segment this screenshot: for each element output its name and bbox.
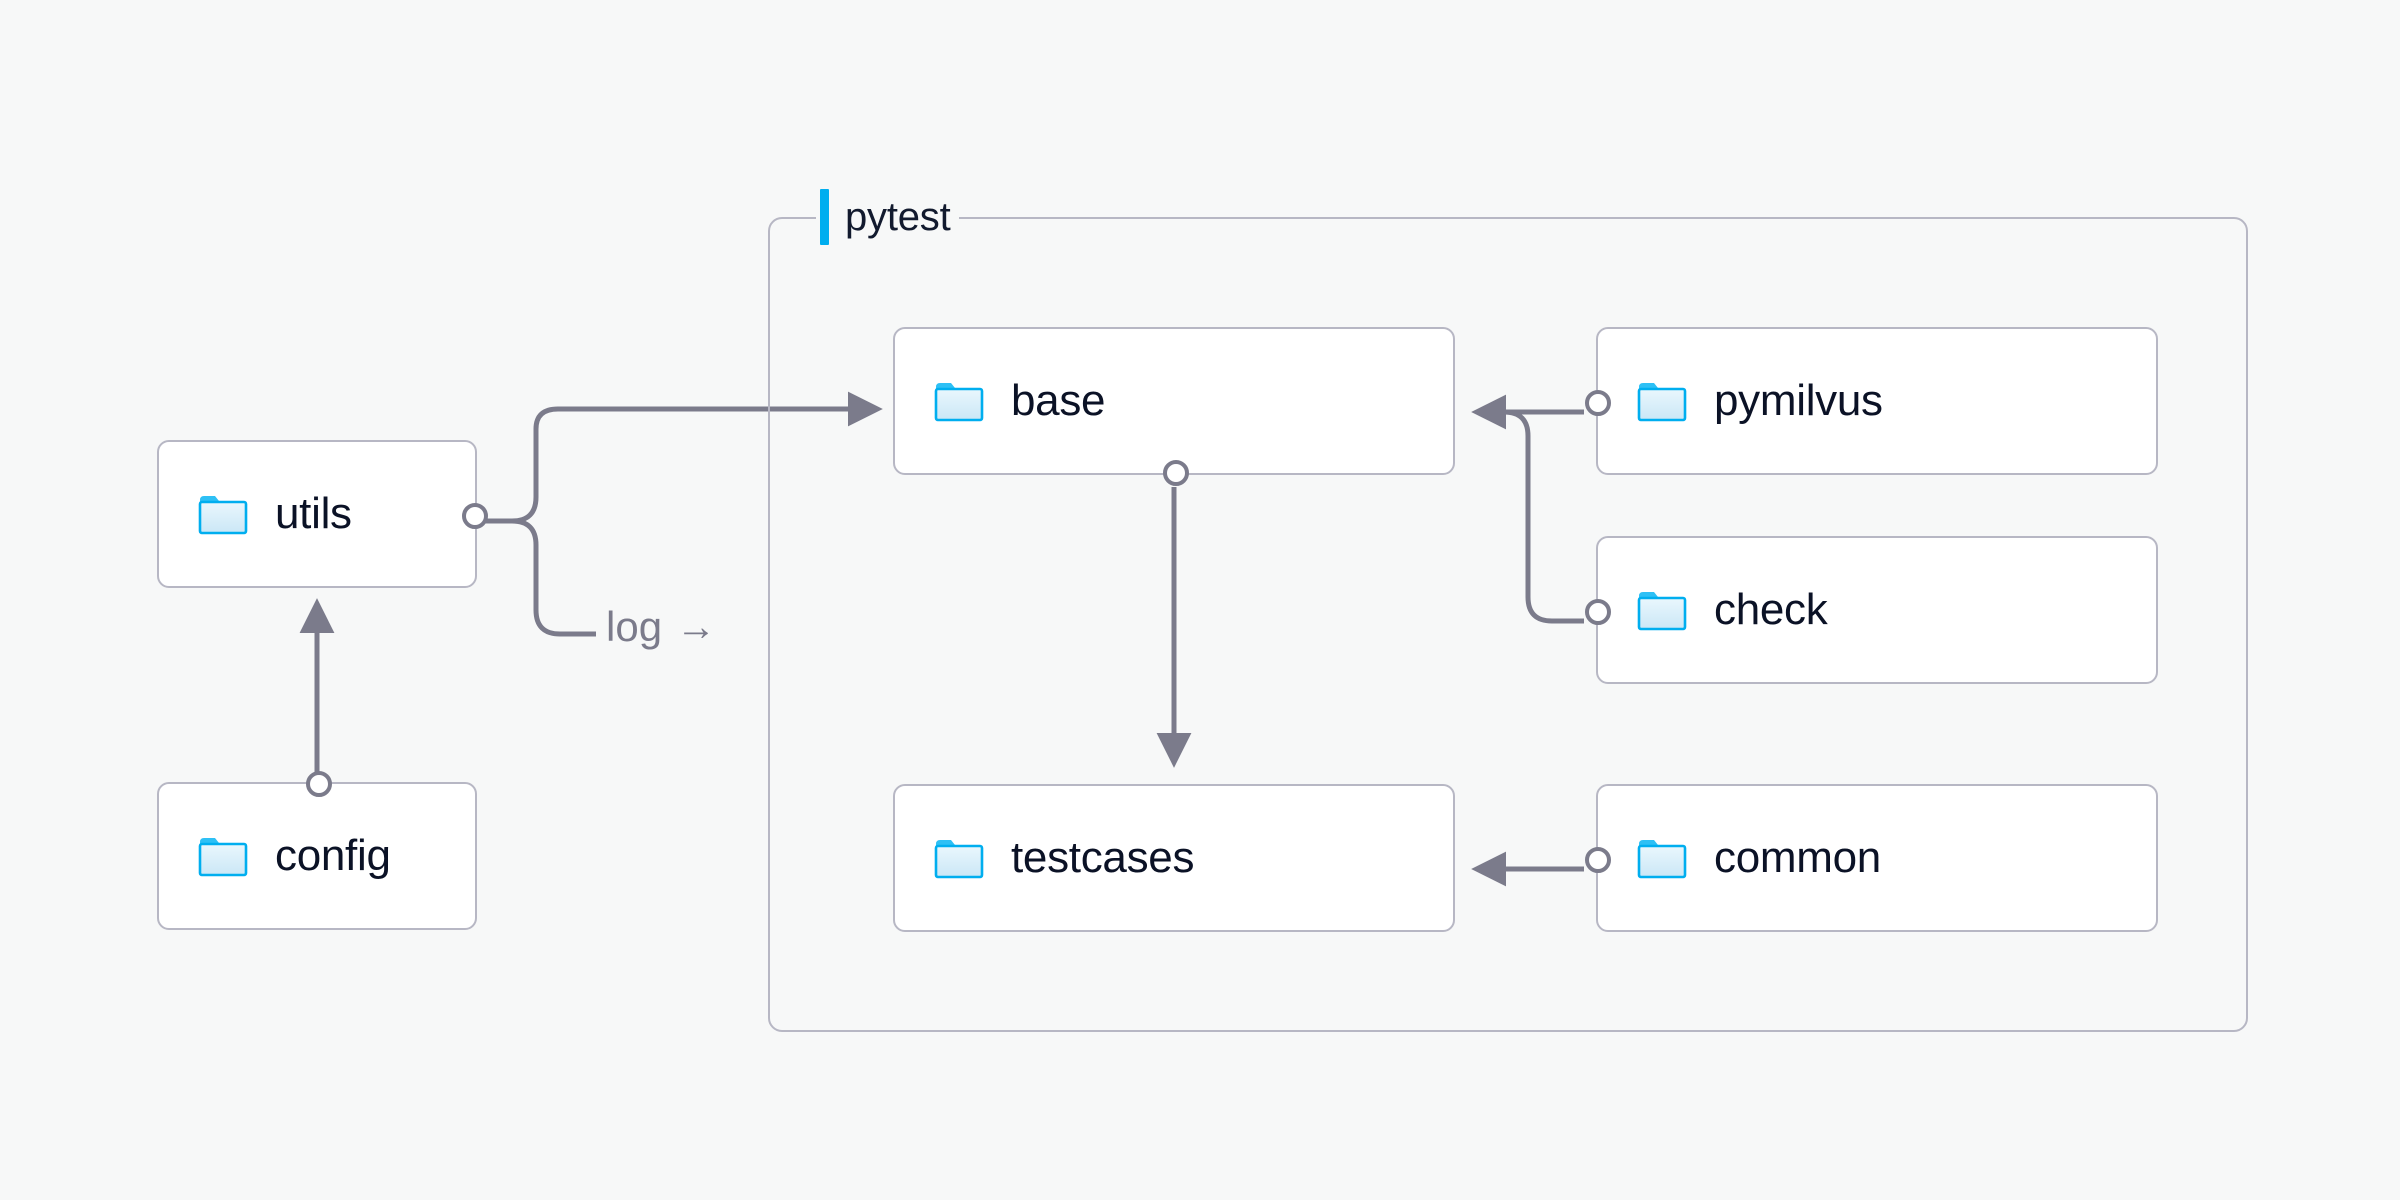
node-label-check: check bbox=[1714, 585, 1828, 634]
node-label-base: base bbox=[1011, 376, 1106, 425]
folder-icon bbox=[934, 840, 984, 879]
node-common[interactable]: common bbox=[1585, 784, 2158, 932]
folder-icon bbox=[198, 838, 248, 877]
node-label-pymilvus: pymilvus bbox=[1714, 376, 1883, 425]
node-handle-common-left[interactable] bbox=[1585, 847, 1611, 873]
node-handle-utils-right[interactable] bbox=[462, 503, 488, 529]
folder-icon bbox=[934, 383, 984, 422]
group-label-pytest[interactable]: pytest bbox=[816, 186, 959, 248]
edge-label-log-text: log bbox=[606, 603, 663, 650]
folder-icon bbox=[1637, 383, 1687, 422]
node-pymilvus[interactable]: pymilvus bbox=[1585, 327, 2158, 475]
node-config[interactable]: config bbox=[157, 771, 477, 930]
node-handle-check-left[interactable] bbox=[1585, 599, 1611, 625]
node-label-config: config bbox=[275, 831, 391, 880]
node-testcases[interactable]: testcases bbox=[893, 784, 1455, 932]
node-utils[interactable]: utils bbox=[157, 440, 488, 588]
folder-icon bbox=[1637, 840, 1687, 879]
edge-utils-log bbox=[477, 518, 600, 637]
folder-icon bbox=[198, 496, 248, 535]
arrow-right-icon: → bbox=[676, 605, 717, 649]
node-handle-pymilvus-left[interactable] bbox=[1585, 390, 1611, 416]
node-label-utils: utils bbox=[275, 489, 352, 538]
edge-label-log[interactable]: log → bbox=[596, 603, 727, 650]
group-container-pytest[interactable] bbox=[768, 217, 2248, 1032]
node-base[interactable]: base bbox=[893, 327, 1455, 486]
group-label-text: pytest bbox=[845, 195, 951, 239]
folder-icon bbox=[1637, 592, 1687, 631]
node-handle-config-top[interactable] bbox=[306, 771, 332, 797]
node-handle-base-bottom[interactable] bbox=[1163, 460, 1189, 486]
node-label-testcases: testcases bbox=[1011, 833, 1195, 882]
group-accent-bar-icon bbox=[820, 189, 829, 245]
node-check[interactable]: check bbox=[1585, 536, 2158, 684]
node-label-common: common bbox=[1714, 833, 1881, 882]
